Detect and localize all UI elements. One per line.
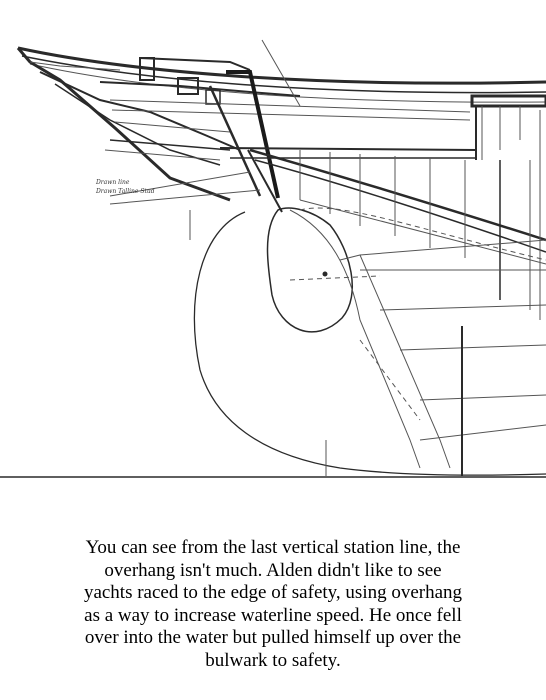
caption-line: over into the water but pulled himself u… [84,627,462,648]
station-frames [299,110,541,320]
construction-lines [109,39,301,240]
deck-beam-diagonals [249,148,546,265]
transom-outline [16,47,241,202]
cabin-trunk [219,94,546,160]
rudder-blade [266,207,381,333]
caption-line: bulwark to safety. [205,649,341,671]
annotation-line-2: Drawn Talline Stud [95,188,155,195]
caption-line: yachts raced to the edge of safety, usin… [83,582,463,603]
stern-plan-drawing: Drawn line Drawn Talline Stud [0,39,546,478]
caption-line: You can see from the last vertical stati… [85,537,461,558]
handwritten-annotation: Drawn line Drawn Talline Stud [95,179,155,195]
deckhouse-structure [99,57,471,161]
caption-line: as a way to increase waterline speed. He… [84,604,462,626]
deck-sheer-lines [17,46,546,103]
keel-profile [193,207,546,476]
last-station-line [325,326,463,476]
annotation-line-1: Drawn line [95,179,130,186]
caption-line: overhang isn't much. Alden didn't like t… [104,559,442,581]
caption: You can see from the last vertical stati… [20,537,526,672]
